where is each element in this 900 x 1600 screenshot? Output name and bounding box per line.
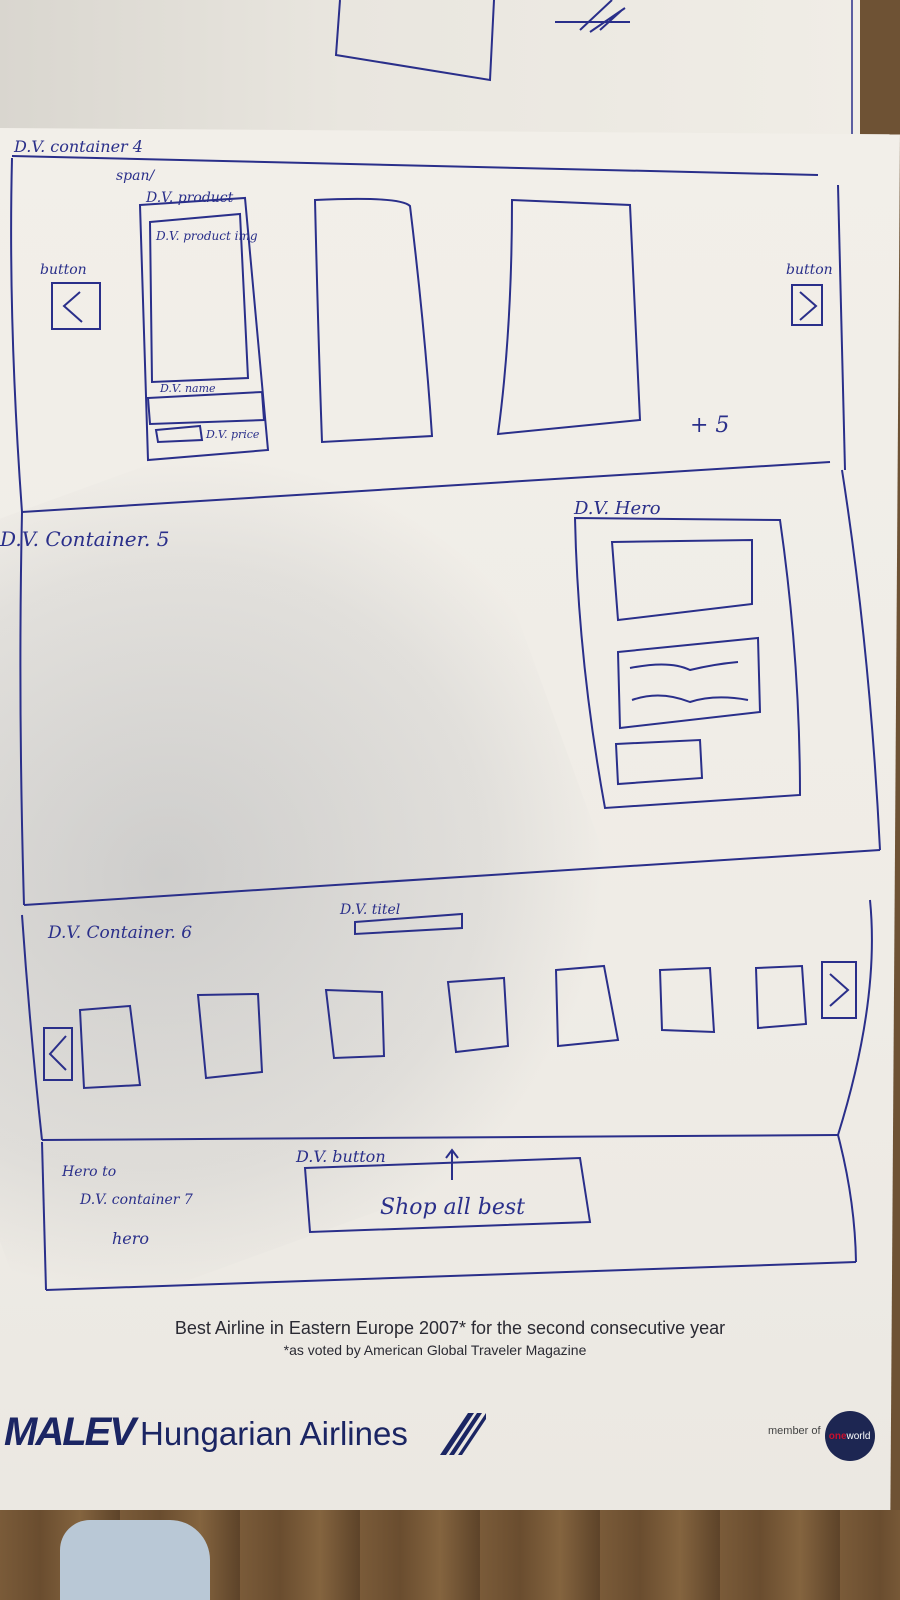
thumbnail-item [554, 964, 620, 1048]
award-footnote: *as voted by American Global Traveler Ma… [283, 1342, 587, 1358]
malev-stripes-icon [440, 1413, 486, 1455]
chevron-left-icon [48, 1035, 67, 1071]
thumbnail-item [324, 988, 386, 1060]
malev-wordmark: MALEV [4, 1410, 136, 1454]
thumbnail-item [658, 966, 716, 1034]
container5-left-border [19, 511, 25, 906]
thumbnail-item [196, 992, 264, 1080]
span-label: span/ [116, 168, 156, 184]
container4-top-border [11, 155, 819, 176]
chevron-right-icon [829, 973, 850, 1007]
container6-bottom-border [41, 1134, 839, 1141]
top-paper-sheet [0, 0, 860, 150]
container4-bottom-border [21, 461, 831, 513]
container6-right-border [837, 899, 873, 1136]
product-image-box [148, 212, 250, 384]
hero-block [573, 516, 802, 810]
product-name-label: D.V. name [159, 382, 216, 395]
container7-bottom-border [45, 1261, 857, 1291]
container4-label: D.V. container 4 [13, 137, 143, 156]
carousel-left-button[interactable] [51, 282, 101, 330]
button-left-label: button [40, 262, 87, 278]
hero-note-line3: hero [112, 1229, 149, 1248]
hero-text-scribble [629, 661, 739, 672]
hero-cta-box [614, 738, 704, 786]
hero-label: D.V. Hero [573, 498, 661, 519]
shop-button-text: Shop all best [380, 1195, 525, 1220]
product-price-label: D.V. price [205, 428, 260, 441]
chevron-left-icon [62, 291, 83, 323]
product-img-label: D.V. product img [155, 229, 258, 243]
chevron-right-icon [799, 291, 818, 321]
small-carousel-left-button[interactable] [43, 1027, 73, 1081]
titel-label: D.V. titel [339, 902, 400, 918]
wireframe-sketch: D.V. container 4 span/ D.V. product D.V.… [0, 137, 881, 1291]
product-card-placeholder [496, 198, 642, 436]
hero-text-box [616, 636, 762, 730]
thumbnail-item [446, 976, 510, 1054]
dv-button-label: D.V. button [295, 1147, 386, 1166]
product-card-placeholder [313, 197, 434, 444]
product-label: D.V. product [145, 190, 234, 206]
award-headline: Best Airline in Eastern Europe 2007* for… [174, 1318, 726, 1338]
container6-label: D.V. Container. 6 [47, 923, 192, 943]
container4-left-border [10, 157, 23, 513]
hero-note-line1: Hero to [61, 1164, 116, 1180]
thumbnail-item [754, 964, 808, 1030]
product-card [138, 196, 270, 462]
container4-right-border [837, 184, 846, 471]
blue-fabric [60, 1520, 210, 1600]
thumbnail-item [78, 1004, 142, 1090]
member-of-text: member of [768, 1425, 821, 1437]
container5-right-border [841, 469, 881, 851]
shop-all-best-button[interactable] [303, 1156, 592, 1234]
container7-right-border [837, 1134, 857, 1263]
carousel-right-button[interactable] [791, 284, 823, 326]
arrow-up-icon [445, 1148, 459, 1180]
hero-note-line2: D.V. container 7 [79, 1192, 193, 1208]
product-price-box [154, 424, 204, 444]
container5-label: D.V. Container. 5 [0, 527, 169, 551]
top-sheet-sketch [334, 0, 853, 150]
small-carousel-right-button[interactable] [821, 961, 857, 1019]
container6-left-border [21, 914, 43, 1141]
hero-text-scribble [631, 694, 749, 704]
hungarian-airlines-text: Hungarian Airlines [140, 1415, 408, 1452]
container7-left-border [41, 1141, 47, 1291]
container5-bottom-border [23, 849, 881, 906]
titel-underline [354, 912, 463, 936]
plus-count: + 5 [690, 413, 729, 438]
button-right-label: button [786, 262, 833, 278]
product-name-box [146, 390, 266, 426]
hero-title-box [610, 538, 753, 622]
